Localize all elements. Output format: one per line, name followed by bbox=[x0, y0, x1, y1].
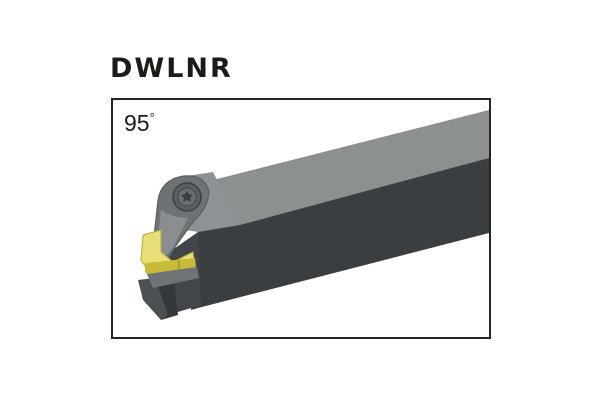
product-code-title: DWLNR bbox=[110, 53, 233, 84]
degree-symbol: ° bbox=[149, 110, 155, 125]
diagram-frame: 95° bbox=[111, 98, 491, 339]
head-bevel bbox=[138, 278, 168, 320]
turning-tool-illustration bbox=[138, 110, 489, 320]
insert-seat bbox=[147, 267, 199, 288]
shank-top-face bbox=[213, 110, 489, 225]
approach-angle-label: 95° bbox=[124, 110, 155, 136]
shank-side-face bbox=[191, 158, 489, 310]
torx-socket-icon bbox=[181, 191, 193, 202]
angle-value: 95 bbox=[124, 110, 150, 136]
wedge-clamp-highlight bbox=[158, 210, 188, 256]
